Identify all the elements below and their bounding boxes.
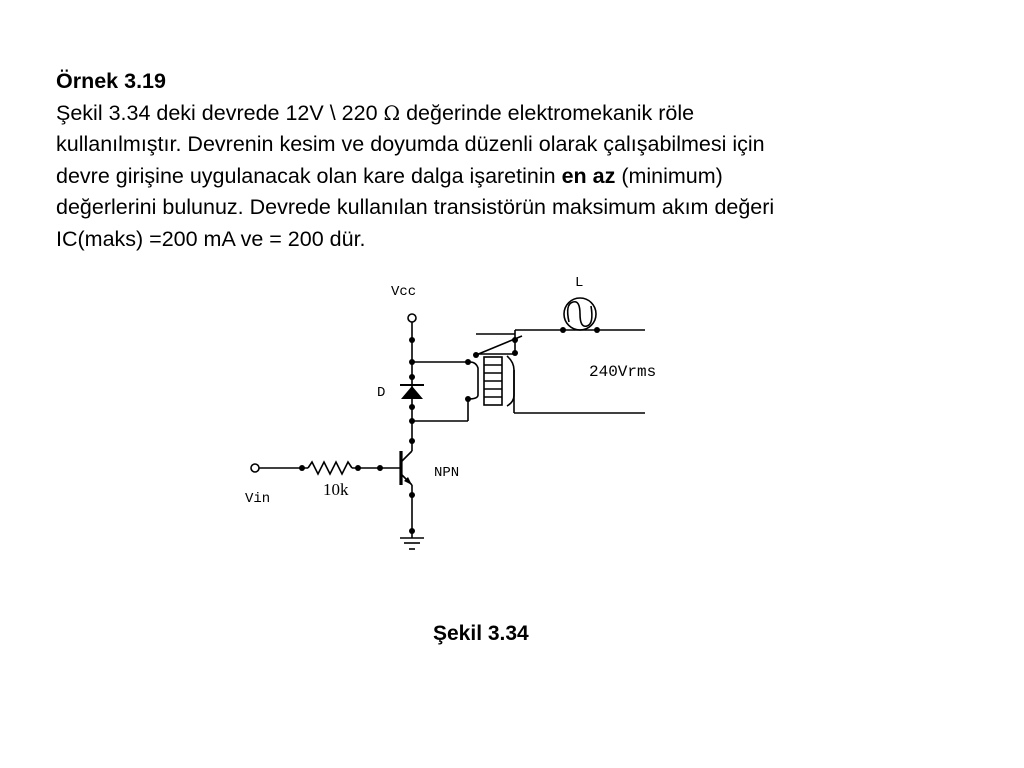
junction-dot bbox=[409, 337, 415, 343]
junction-dot bbox=[409, 438, 415, 444]
emphasis-en-az: en az bbox=[561, 163, 616, 188]
problem-line-3-start: devre girişine uygulanacak olan kare dal… bbox=[56, 163, 562, 188]
problem-line-3-end: (minimum) bbox=[615, 163, 723, 188]
junction-dot bbox=[409, 528, 415, 534]
coil-right-lead bbox=[506, 355, 515, 407]
junction-dot bbox=[465, 396, 471, 402]
vcc-terminal bbox=[407, 313, 417, 323]
problem-line-1: Şekil 3.34 deki devrede 12V \ 220 Ω değe… bbox=[56, 98, 956, 130]
junction-dot bbox=[377, 465, 383, 471]
vin-label: Vin bbox=[245, 491, 270, 507]
junction-dot bbox=[512, 337, 518, 343]
junction-dot bbox=[299, 465, 305, 471]
lamp-filament bbox=[566, 300, 593, 328]
problem-text: Örnek 3.19 Şekil 3.34 deki devrede 12V \… bbox=[56, 66, 956, 255]
resistor-10k bbox=[307, 460, 353, 476]
lamp-icon bbox=[563, 297, 597, 331]
junction-dot bbox=[355, 465, 361, 471]
diode-icon bbox=[401, 386, 423, 399]
junction-dot bbox=[465, 359, 471, 365]
problem-title: Örnek 3.19 bbox=[56, 69, 166, 93]
coil-left-lead bbox=[467, 361, 479, 400]
diode-label: D bbox=[377, 385, 385, 401]
junction-dot bbox=[512, 350, 518, 356]
junction-dot bbox=[409, 374, 415, 380]
ohm-symbol: Ω bbox=[383, 100, 401, 125]
npn-collector-lead bbox=[400, 450, 413, 463]
resistor-label: 10k bbox=[323, 480, 349, 499]
problem-line-3: devre girişine uygulanacak olan kare dal… bbox=[56, 161, 956, 193]
problem-line-2: kullanılmıştır. Devrenin kesim ve doyumd… bbox=[56, 132, 765, 156]
vcc-label: Vcc bbox=[391, 284, 416, 300]
lamp-label: L bbox=[575, 275, 583, 291]
junction-dot bbox=[473, 352, 479, 358]
problem-line-4: değerlerini bulunuz. Devrede kullanılan … bbox=[56, 195, 775, 219]
source-voltage-label: 240Vrms bbox=[589, 363, 656, 381]
junction-dot bbox=[409, 492, 415, 498]
problem-line-1-end: değerinde elektromekanik röle bbox=[400, 100, 695, 125]
emitter-arrow-icon bbox=[404, 477, 412, 485]
problem-line-5: IC(maks) =200 mA ve = 200 dür. bbox=[56, 226, 366, 251]
transistor-label: NPN bbox=[434, 465, 459, 481]
junction-dot bbox=[409, 418, 415, 424]
junction-dot bbox=[594, 327, 600, 333]
vin-terminal bbox=[250, 463, 260, 473]
problem-line-1-start: Şekil 3.34 deki devrede 12V \ 220 bbox=[56, 100, 384, 125]
junction-dot bbox=[409, 404, 415, 410]
junction-dot bbox=[560, 327, 566, 333]
figure-caption: Şekil 3.34 bbox=[433, 622, 529, 645]
junction-dot bbox=[409, 359, 415, 365]
